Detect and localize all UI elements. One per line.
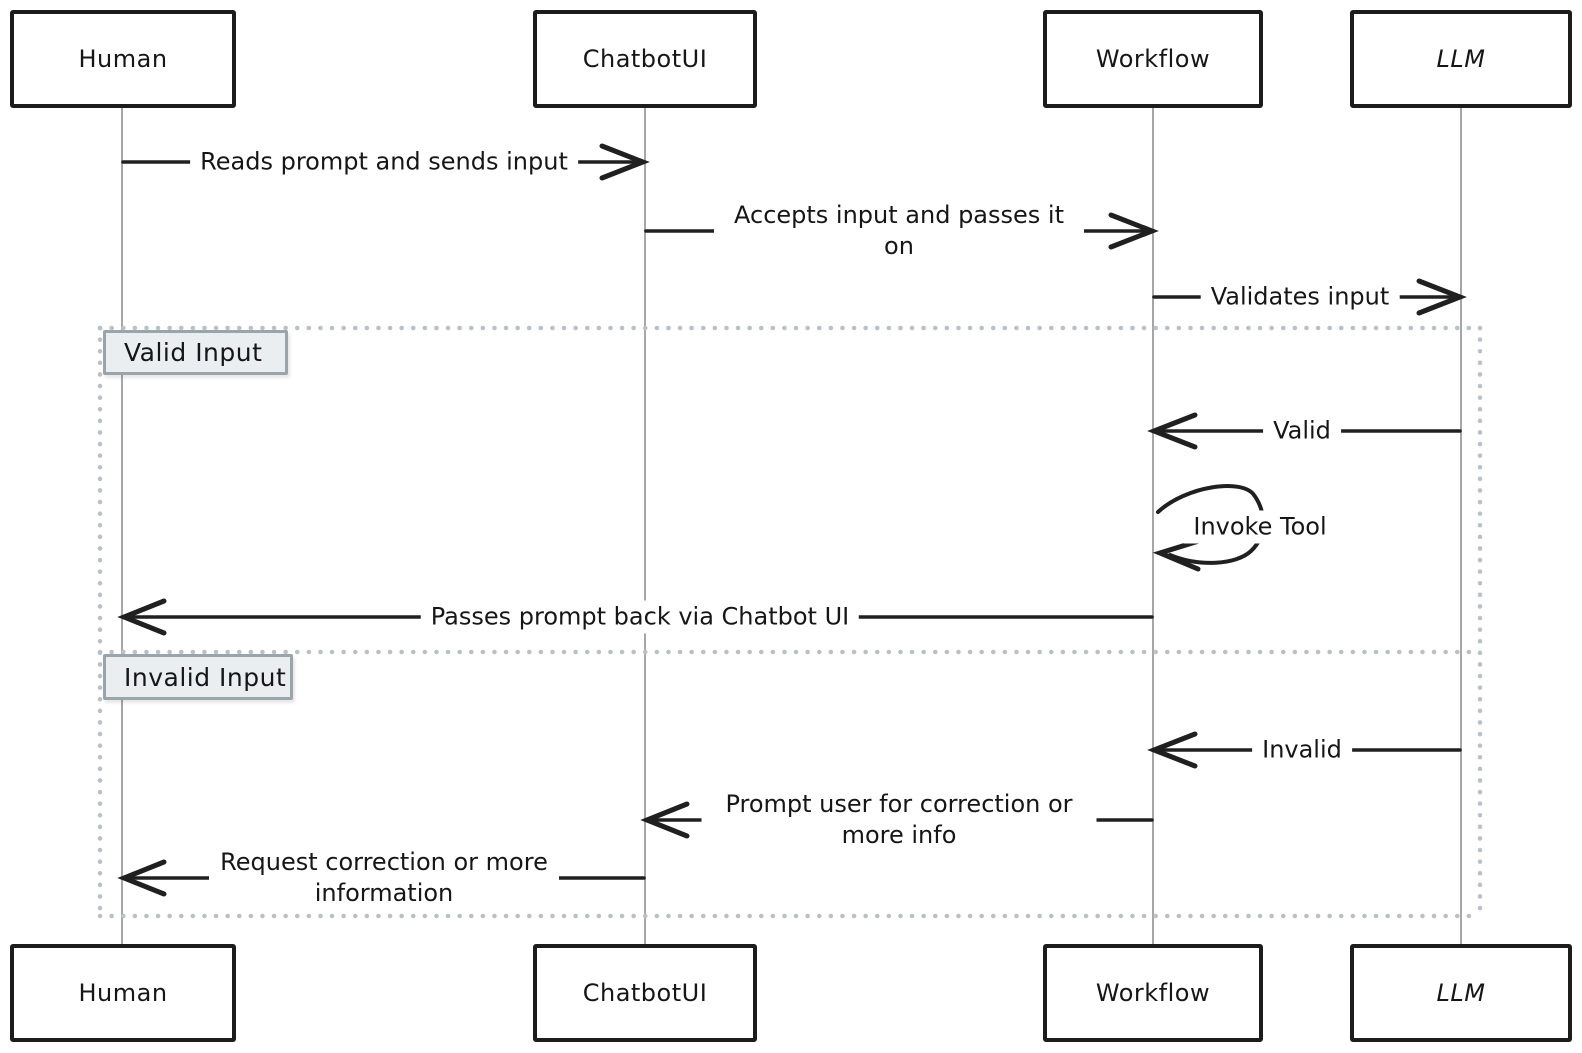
arrowhead-request-correction [117,859,167,897]
actor-box-chatbotui-top: ChatbotUI [533,10,757,108]
actor-box-workflow-bottom: Workflow [1043,944,1263,1042]
arrowhead-invalid [1147,731,1198,769]
actor-label-workflow-bottom: Workflow [1095,979,1211,1007]
actor-box-human-top: Human [10,10,236,108]
actor-label-chatbotui-top: ChatbotUI [582,45,708,73]
arrowhead-validates-input [1416,278,1467,316]
message-label-valid: Valid [1263,414,1341,448]
actor-label-human-bottom: Human [78,979,168,1007]
actor-box-workflow-top: Workflow [1043,10,1263,108]
arrowhead-reads-prompt [599,143,650,181]
message-label-validates-input: Validates input [1200,280,1400,314]
actor-box-chatbotui-bottom: ChatbotUI [533,944,757,1042]
message-label-invoke-tool: Invoke Tool [1183,510,1337,544]
arrowhead-valid [1147,412,1198,450]
arrowhead-accepts-input [1108,212,1159,250]
actor-label-chatbotui-bottom: ChatbotUI [582,979,708,1007]
arrowhead-invoke-tool [1152,537,1205,572]
alt-frame [97,325,1483,919]
alt-section-label-invalid-input: Invalid Input [103,654,293,700]
alt-section-invalid-text: Invalid Input [124,662,287,692]
actor-label-llm-top: LLM [1436,45,1486,73]
message-label-accepts-input: Accepts input and passes it on [714,199,1084,263]
actor-box-llm-top: LLM [1350,10,1572,108]
message-label-reads-prompt: Reads prompt and sends input [190,145,578,179]
alt-section-valid-text: Valid Input [124,338,263,367]
message-label-passes-prompt-back: Passes prompt back via Chatbot UI [420,600,860,634]
actor-label-llm-bottom: LLM [1436,979,1486,1007]
actor-label-workflow-top: Workflow [1095,45,1211,73]
actor-box-human-bottom: Human [10,944,236,1042]
actor-label-human-top: Human [78,45,168,73]
message-label-prompt-user: Prompt user for correction or more info [701,788,1097,852]
lifelines [121,108,1462,945]
arrowhead-passes-prompt-back [117,598,167,636]
message-label-request-correction: Request correction or more information [209,846,559,910]
arrowhead-prompt-user [640,801,690,839]
alt-section-label-valid-input: Valid Input [103,330,288,375]
actor-box-llm-bottom: LLM [1350,944,1572,1042]
message-label-invalid: Invalid [1252,733,1352,767]
